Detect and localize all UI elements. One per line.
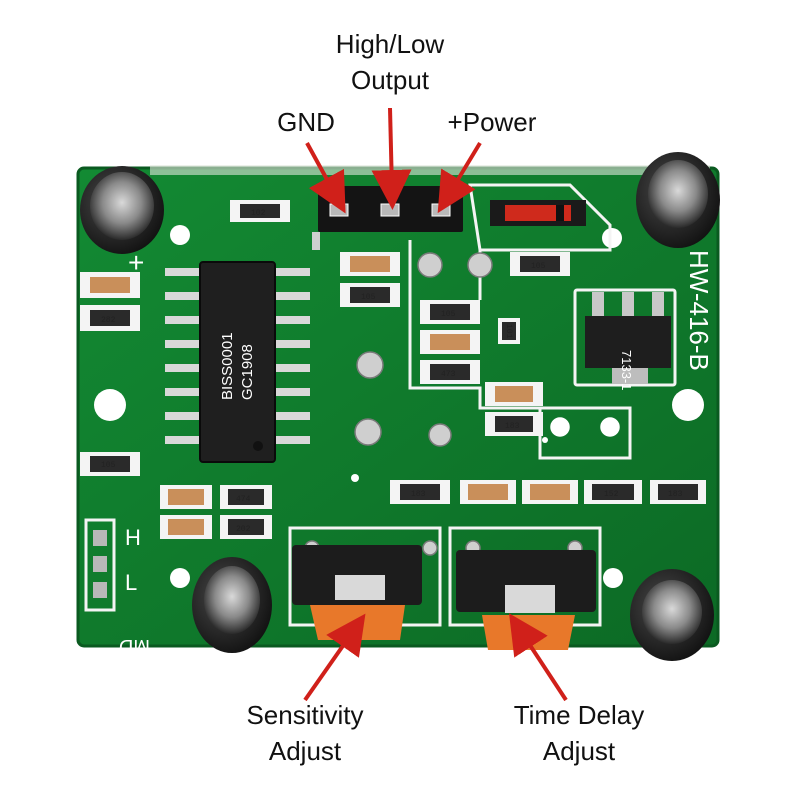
- smd-102: 102: [230, 200, 290, 222]
- smd-cap-top: [340, 252, 400, 276]
- svg-text:473: 473: [441, 370, 456, 379]
- label-power: +Power: [448, 107, 537, 137]
- smd-cap-row-1: [460, 480, 516, 504]
- smd-202: 202: [220, 515, 272, 539]
- callout-arrows: [303, 107, 568, 702]
- smd-cap-left: [80, 272, 140, 298]
- silk-plus: +: [128, 247, 144, 278]
- capacitor-top-right: [636, 152, 720, 248]
- smd-474: 474: [220, 485, 272, 509]
- smd-105-c: 105: [510, 252, 570, 276]
- smd-105-a: 105: [80, 452, 140, 476]
- bisss0001-chip: BISS0001 GC1908: [165, 261, 310, 463]
- smd-183-c: 183: [650, 480, 706, 504]
- svg-text:101: 101: [504, 324, 513, 339]
- label-time-delay-line1: Time Delay: [514, 700, 645, 730]
- silk-h: H: [125, 525, 141, 550]
- label-time-delay-line2: Adjust: [543, 736, 616, 766]
- svg-text:183: 183: [668, 490, 683, 499]
- chip-label-line2: GC1908: [239, 344, 256, 400]
- svg-text:105: 105: [531, 262, 546, 271]
- capacitor-bottom-right: [630, 569, 714, 661]
- smd-cap-lower-2: [160, 515, 212, 539]
- chip-label-line1: BISS0001: [219, 332, 236, 400]
- silk-l: L: [125, 570, 137, 595]
- label-sensitivity-line1: Sensitivity: [246, 700, 363, 730]
- arrow-sensitivity: [303, 613, 366, 702]
- svg-text:152: 152: [604, 490, 619, 499]
- label-high-low-line1: High/Low: [336, 29, 445, 59]
- capacitor-top-left: [80, 166, 164, 254]
- diode: [490, 200, 586, 226]
- smd-105-b: 105: [340, 283, 400, 307]
- capacitor-bottom-left: [192, 557, 272, 653]
- smd-cap-lower-1: [160, 485, 212, 509]
- smd-cap-mid: [420, 330, 480, 354]
- svg-text:282: 282: [101, 316, 116, 325]
- smd-105-d: 105: [420, 300, 480, 324]
- model-label: HW-416-B: [684, 250, 714, 371]
- label-sensitivity-line2: Adjust: [269, 736, 342, 766]
- smd-183-a: 183: [485, 412, 543, 436]
- smd-183-b: 183: [390, 480, 450, 504]
- callout-labels: High/Low Output GND +Power Sensitivity A…: [246, 29, 644, 766]
- time-delay-potentiometer[interactable]: [456, 550, 596, 650]
- arrow-high-low: [371, 107, 412, 210]
- svg-text:474: 474: [236, 495, 251, 504]
- regulator-label: 7133-1: [619, 350, 634, 390]
- svg-text:102: 102: [251, 209, 266, 218]
- smd-components: 102 282 105 105 105: [80, 200, 706, 539]
- arrow-gnd: [305, 142, 346, 214]
- svg-text:183: 183: [411, 490, 426, 499]
- smd-cap-row-2: [522, 480, 578, 504]
- svg-text:202: 202: [236, 525, 251, 534]
- label-high-low-line2: Output: [351, 65, 430, 95]
- smd-152: 152: [584, 480, 642, 504]
- smd-473: 473: [420, 360, 480, 384]
- hl-jumper: H L MD +: [84, 247, 150, 657]
- svg-text:105: 105: [101, 461, 116, 470]
- vias: [304, 252, 620, 556]
- arrow-power: [437, 141, 482, 214]
- svg-text:105: 105: [441, 310, 456, 319]
- smd-282: 282: [80, 305, 140, 331]
- arrow-time-delay: [509, 613, 568, 702]
- label-gnd: GND: [277, 107, 335, 137]
- voltage-regulator: 7133-1: [585, 292, 671, 390]
- silk-md: MD: [119, 635, 150, 657]
- mounting-holes: [94, 225, 704, 588]
- smd-101: 101: [498, 318, 520, 344]
- svg-text:105: 105: [361, 293, 376, 302]
- smd-cap-right: [485, 382, 543, 406]
- svg-text:183: 183: [505, 422, 520, 431]
